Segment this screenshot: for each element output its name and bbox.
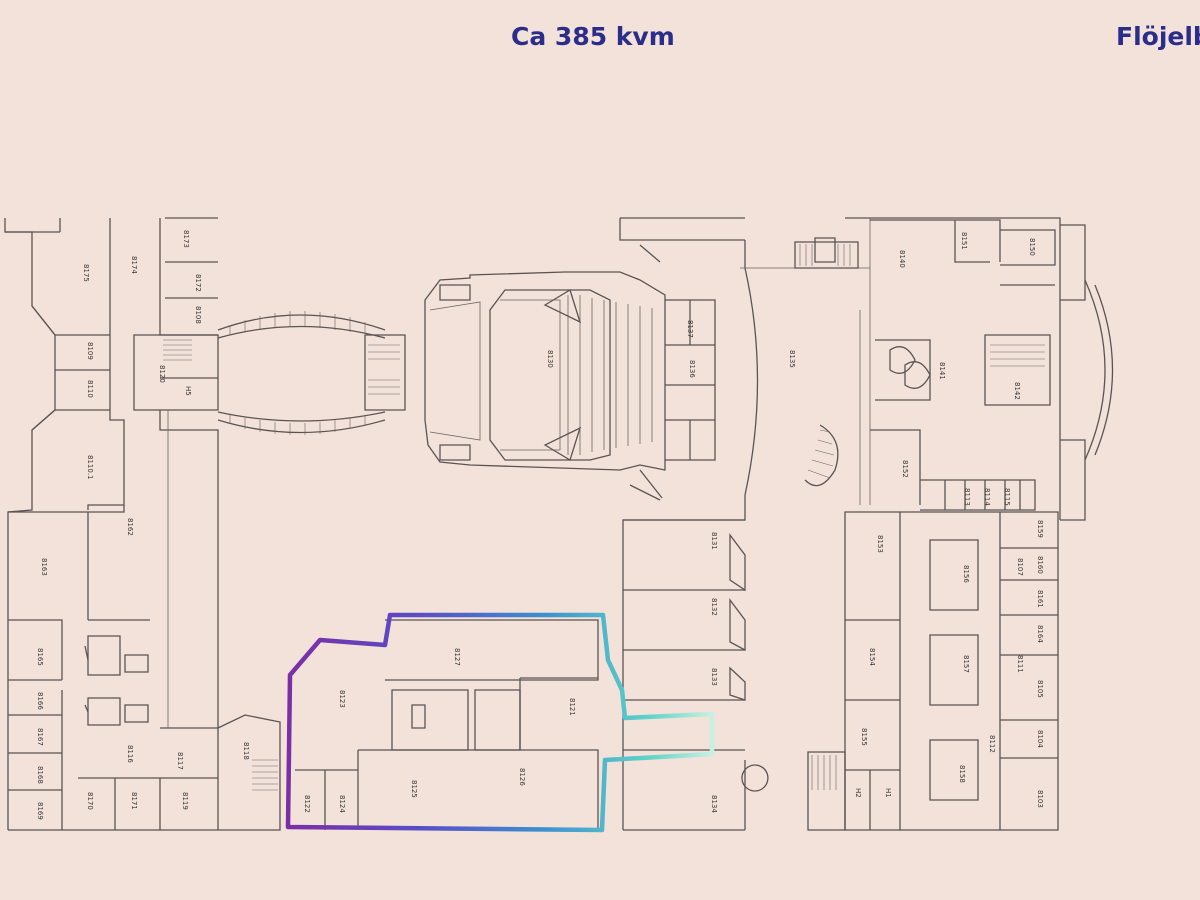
room-label: 8107 [1016, 558, 1024, 576]
room-label: 8136 [688, 360, 696, 378]
room-label: 8141 [938, 362, 946, 380]
room-label: 8109 [86, 342, 94, 360]
room-label: 8125 [410, 780, 418, 798]
room-label: 8127 [453, 648, 461, 666]
room-label: 8173 [182, 230, 190, 248]
room-label: 8167 [36, 728, 44, 746]
room-label: 8155 [860, 728, 868, 746]
room-label: 8175 [82, 264, 90, 282]
room-label: 8152 [901, 460, 909, 478]
room-label: 8161 [1036, 590, 1044, 608]
room-label: 8113 [963, 488, 971, 506]
room-label: 8119 [181, 792, 189, 810]
room-label: 8133 [710, 668, 718, 686]
room-label: 8118 [242, 742, 250, 760]
room-label: 8122 [303, 795, 311, 813]
room-label: 8105 [1036, 680, 1044, 698]
room-label: 8169 [36, 802, 44, 820]
building-name-heading: Flöjelb [1116, 22, 1200, 51]
room-label: 8110.1 [86, 455, 94, 480]
room-labels: 8175 8174 8173 8172 8108 8109 8110 8110.… [36, 230, 1044, 820]
room-label: 8171 [130, 792, 138, 810]
room-label: 8120 [158, 365, 166, 383]
bridge [217, 311, 406, 435]
room-label: 8172 [194, 274, 202, 292]
room-label: 8130 [546, 350, 554, 368]
room-label: 8154 [868, 648, 876, 666]
room-label: H1 [884, 788, 892, 798]
room-label: 8159 [1036, 520, 1044, 538]
room-label: 8157 [962, 655, 970, 673]
room-label: 8121 [568, 698, 576, 716]
room-label: 8150 [1028, 238, 1036, 256]
room-label: 8111 [1016, 655, 1024, 673]
right-wing [844, 217, 1114, 831]
room-label: H5 [184, 386, 192, 396]
room-label: 8123 [338, 690, 346, 708]
room-label: 8165 [36, 648, 44, 666]
room-label: 8135 [788, 350, 796, 368]
auditorium [424, 217, 759, 501]
room-label: 8164 [1036, 625, 1044, 643]
room-label: 8108 [194, 306, 202, 324]
area-heading: Ca 385 kvm [511, 22, 675, 51]
room-label: 8174 [130, 256, 138, 274]
room-label: 8168 [36, 766, 44, 784]
foyer [217, 218, 871, 831]
room-label: 8131 [710, 532, 718, 550]
room-label: 8116 [126, 745, 134, 763]
room-label: 8170 [86, 792, 94, 810]
room-label: 8126 [518, 768, 526, 786]
room-label: 8124 [338, 795, 346, 813]
room-label: 8156 [962, 565, 970, 583]
room-label: 8158 [958, 765, 966, 783]
room-label: 8103 [1036, 790, 1044, 808]
room-label: 8104 [1036, 730, 1044, 748]
highlighted-area-outline [285, 612, 715, 833]
room-label: 8163 [40, 558, 48, 576]
room-label: 8160 [1036, 556, 1044, 574]
room-label: 8114 [983, 488, 991, 506]
room-label: 8162 [126, 518, 134, 536]
room-label: 8134 [710, 795, 718, 813]
room-label: 8115 [1003, 488, 1011, 506]
room-label: 8166 [36, 692, 44, 710]
room-label: 8142 [1013, 382, 1021, 400]
room-label: 8110 [86, 380, 94, 398]
room-label: 8140 [898, 250, 906, 268]
highlighted-suite [285, 612, 715, 833]
room-label: 8112 [988, 735, 996, 753]
room-label: H2 [854, 788, 862, 798]
room-label: 8132 [710, 598, 718, 616]
room-label: 8151 [960, 232, 968, 250]
room-label: 8153 [876, 535, 884, 553]
room-label: 8137 [686, 320, 694, 338]
room-label: 8117 [176, 752, 184, 770]
